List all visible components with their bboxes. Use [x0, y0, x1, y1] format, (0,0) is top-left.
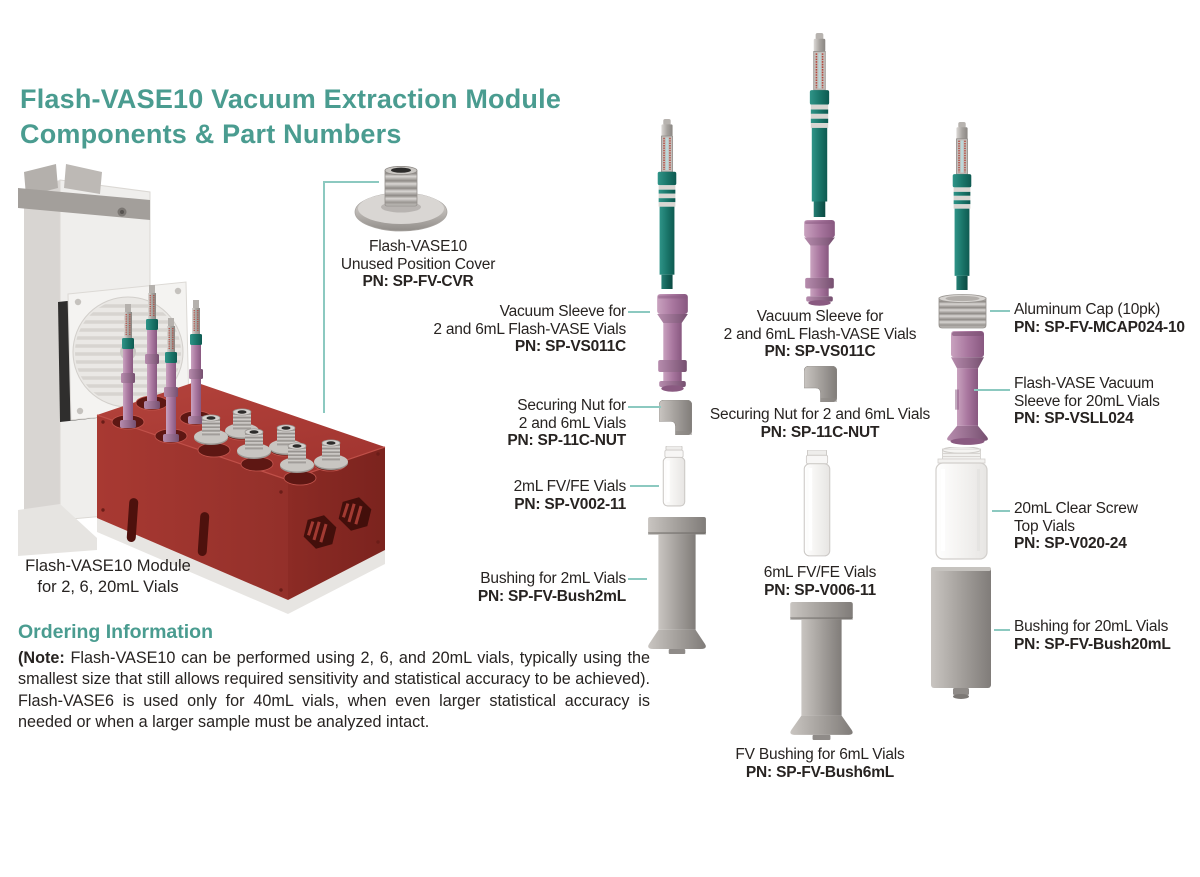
label-line: 2 and 6mL Flash-VASE Vials — [433, 320, 626, 338]
part-number: PN: SP-FV-Bush2mL — [477, 587, 626, 605]
aluminum-cap-label: Aluminum Cap (10pk) PN: SP-FV-MCAP024-10 — [1014, 301, 1185, 336]
module-caption-line2: for 2, 6, 20mL Vials — [37, 578, 179, 596]
securing-nut-illustration-left — [659, 400, 692, 435]
bushing-6ml-illustration — [790, 602, 853, 740]
probe-assembly-illustration-left — [656, 119, 678, 289]
label-line: Securing Nut for 2 and 6mL Vials — [709, 406, 931, 423]
connector-bushing-20ml — [994, 629, 1010, 631]
note-body: Flash-VASE10 can be performed using 2, 6… — [18, 649, 650, 732]
connector-aluminum-cap — [990, 310, 1010, 312]
vacuum-sleeve-illustration-center — [804, 220, 835, 306]
bushing-6ml-label: FV Bushing for 6mL Vials PN: SP-FV-Bush6… — [695, 746, 945, 781]
vial-6ml-illustration — [803, 450, 831, 557]
unused-position-cover-illustration — [354, 166, 448, 232]
part-number: PN: SP-V002-11 — [514, 495, 626, 513]
vacuum-sleeve-center-label: Vacuum Sleeve for 2 and 6mL Flash-VASE V… — [695, 308, 945, 361]
connector-sleeve-left — [628, 311, 650, 313]
vial-20ml-label: 20mL Clear Screw Top Vials PN: SP-V020-2… — [1014, 500, 1138, 553]
label-line: Aluminum Cap (10pk) — [1014, 301, 1161, 318]
part-number: PN: SP-11C-NUT — [507, 432, 626, 449]
probe-assembly-illustration-right — [951, 122, 973, 290]
module-caption: Flash-VASE10 Module for 2, 6, 20mL Vials — [8, 556, 208, 598]
vacuum-sleeve-20ml-illustration — [947, 331, 988, 445]
module-caption-line1: Flash-VASE10 Module — [25, 557, 191, 575]
bushing-20ml-illustration — [931, 567, 991, 699]
part-number: PN: SP-11C-NUT — [760, 423, 880, 441]
securing-nut-illustration-center — [804, 366, 837, 402]
page-title: Flash-VASE10 Vacuum Extraction Module Co… — [20, 82, 561, 152]
securing-nut-center-label: Securing Nut for 2 and 6mL Vials PN: SP-… — [695, 406, 945, 441]
part-number: PN: SP-VSLL024 — [1014, 410, 1134, 427]
label-line: FV Bushing for 6mL Vials — [735, 746, 905, 763]
vacuum-sleeve-left-label: Vacuum Sleeve for 2 and 6mL Flash-VASE V… — [433, 303, 626, 356]
label-line: Flash-VASE Vacuum — [1014, 375, 1154, 392]
label-line: 20mL Clear Screw — [1014, 500, 1138, 517]
label-line: 2 and 6mL Flash-VASE Vials — [723, 325, 917, 343]
connector-vial-2ml — [630, 485, 659, 487]
vial-20ml-illustration — [935, 447, 988, 560]
part-number: PN: SP-V020-24 — [1014, 535, 1127, 552]
label-line: 6mL FV/FE Vials — [763, 564, 877, 581]
connector-sleeve-20ml — [974, 389, 1010, 391]
connector-nut-left — [628, 406, 661, 408]
part-number: PN: SP-VS011C — [764, 343, 876, 360]
label-line: Bushing for 20mL Vials — [1014, 618, 1169, 635]
module-illustration — [18, 164, 386, 614]
label-line: 2 and 6mL Vials — [518, 414, 626, 432]
vial-2ml-label: 2mL FV/FE Vials PN: SP-V002-11 — [513, 478, 627, 513]
note-label: (Note: — [18, 649, 65, 667]
label-line: Securing Nut for — [517, 397, 626, 414]
bushing-20ml-label: Bushing for 20mL Vials PN: SP-FV-Bush20m… — [1014, 618, 1171, 653]
connector-bushing-2ml — [628, 578, 647, 580]
label-line: Sleeve for 20mL Vials — [1014, 392, 1160, 410]
cover-label: Flash-VASE10 Unused Position Cover PN: S… — [318, 238, 518, 291]
label-line: Vacuum Sleeve for — [499, 303, 627, 320]
label-line: 2mL FV/FE Vials — [513, 478, 627, 495]
label-line: Vacuum Sleeve for — [756, 308, 884, 325]
connector-cover-h — [323, 181, 379, 183]
vacuum-sleeve-20ml-label: Flash-VASE Vacuum Sleeve for 20mL Vials … — [1014, 375, 1160, 428]
label-line: Top Vials — [1014, 517, 1075, 535]
probe-assembly-illustration-center — [809, 33, 830, 217]
ordering-information-note: (Note: Flash-VASE10 can be performed usi… — [18, 648, 650, 734]
connector-vial-20ml — [992, 510, 1010, 512]
ordering-information-heading: Ordering Information — [18, 621, 213, 643]
label-line: Bushing for 2mL Vials — [480, 570, 626, 587]
part-number: PN: SP-FV-Bush20mL — [1014, 635, 1171, 653]
part-number: PN: SP-FV-Bush6mL — [745, 763, 895, 781]
cover-label-line1: Flash-VASE10 — [368, 238, 468, 255]
vacuum-sleeve-illustration-left — [657, 294, 688, 392]
page-title-line1: Flash-VASE10 Vacuum Extraction Module — [20, 84, 562, 114]
cover-label-line2: Unused Position Cover — [340, 255, 496, 273]
page-title-line2: Components & Part Numbers — [20, 119, 402, 149]
part-number: PN: SP-V006-11 — [764, 581, 876, 599]
aluminum-cap-illustration — [938, 294, 987, 329]
securing-nut-left-label: Securing Nut for 2 and 6mL Vials PN: SP-… — [507, 397, 626, 450]
vial-6ml-label: 6mL FV/FE Vials PN: SP-V006-11 — [695, 564, 945, 599]
vial-2ml-illustration — [662, 446, 686, 507]
bushing-2ml-label: Bushing for 2mL Vials PN: SP-FV-Bush2mL — [478, 570, 626, 605]
cover-part-number: PN: SP-FV-CVR — [362, 273, 474, 290]
part-number: PN: SP-FV-MCAP024-10 — [1014, 318, 1185, 336]
connector-cover-v — [323, 181, 325, 413]
part-number: PN: SP-VS011C — [514, 338, 626, 355]
